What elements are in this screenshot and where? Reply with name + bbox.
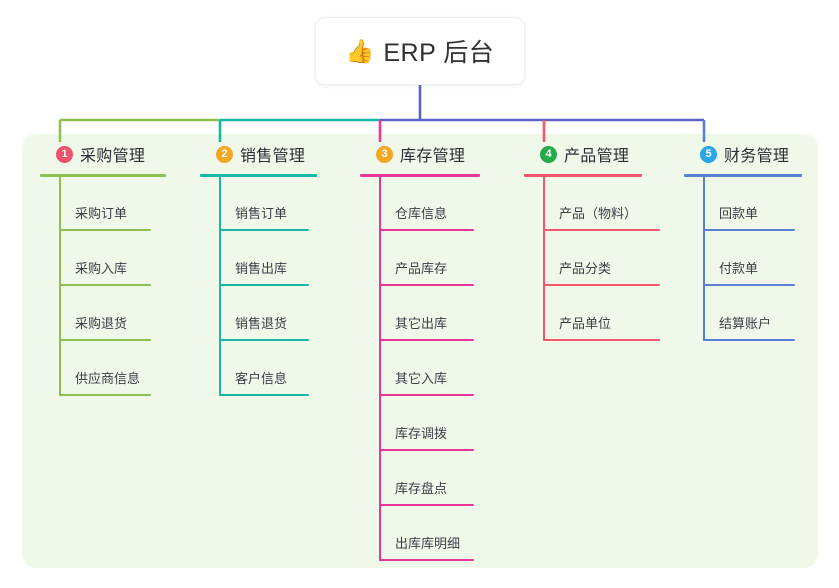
leaf-item[interactable]: 库存盘点: [379, 451, 474, 506]
leaf-item[interactable]: 客户信息: [219, 341, 309, 396]
leaf-item-underline: [379, 229, 474, 231]
leaf-item-underline: [379, 394, 474, 396]
leaf-item[interactable]: 产品单位: [543, 286, 660, 341]
leaf-item-underline: [703, 229, 795, 231]
branches-panel: [22, 134, 818, 568]
leaf-item-underline: [379, 339, 474, 341]
leaf-item-label: 回款单: [719, 206, 759, 221]
leaf-item[interactable]: 库存调拨: [379, 396, 474, 451]
leaf-item[interactable]: 产品库存: [379, 231, 474, 286]
branch-badge-1: 1: [56, 145, 73, 163]
leaf-item-label: 付款单: [719, 261, 759, 276]
root-node[interactable]: 👍 ERP 后台: [315, 17, 525, 85]
branch-header-3[interactable]: 3 库存管理: [360, 134, 520, 174]
leaf-item-underline: [379, 559, 474, 561]
leaf-item-underline: [59, 394, 151, 396]
branch-header-5[interactable]: 5 财务管理: [684, 134, 834, 174]
branch-spine-5: [703, 176, 705, 341]
branch-title-1: 采购管理: [80, 148, 146, 165]
leaf-item-underline: [703, 339, 795, 341]
leaf-item[interactable]: 仓库信息: [379, 176, 474, 231]
leaf-item-label: 结算账户: [719, 316, 772, 331]
leaf-item[interactable]: 回款单: [703, 176, 795, 231]
leaf-item-label: 采购退货: [75, 316, 128, 331]
branch-column-1: 1 采购管理采购订单采购入库采购退货供应商信息: [40, 134, 200, 396]
leaf-item-label: 库存盘点: [395, 481, 448, 496]
leaf-item[interactable]: 销售出库: [219, 231, 309, 286]
branch-spine-3: [379, 176, 381, 561]
branch-title-3: 库存管理: [400, 148, 466, 165]
branch-column-4: 4 产品管理产品（物料） 产品分类产品单位: [524, 134, 684, 341]
leaf-item[interactable]: 出库库明细: [379, 506, 474, 561]
branch-spine-4: [543, 176, 545, 341]
leaf-item-label: 采购入库: [75, 261, 128, 276]
leaf-item-label: 供应商信息: [75, 371, 141, 386]
branch-badge-3: 3: [376, 145, 393, 163]
leaf-item-underline: [59, 339, 151, 341]
leaf-item[interactable]: 销售退货: [219, 286, 309, 341]
leaf-item-label: 仓库信息: [395, 206, 448, 221]
branch-header-4[interactable]: 4 产品管理: [524, 134, 684, 174]
branch-badge-2: 2: [216, 145, 233, 163]
leaf-item[interactable]: 采购退货: [59, 286, 151, 341]
leaf-item-label: 销售订单: [235, 206, 288, 221]
leaf-item-label: 其它出库: [395, 316, 448, 331]
leaf-item-label: 销售退货: [235, 316, 288, 331]
branch-underline-1: [40, 174, 166, 177]
leaf-item-label: 库存调拨: [395, 426, 448, 441]
branch-columns: 1 采购管理采购订单采购入库采购退货供应商信息 2 销售管理销售订单销售出库销售退货客…: [22, 134, 818, 568]
leaf-item-label: 其它入库: [395, 371, 448, 386]
leaf-item-label: 客户信息: [235, 371, 288, 386]
leaf-item[interactable]: 销售订单: [219, 176, 309, 231]
branch-badge-4: 4: [540, 145, 557, 163]
leaf-item-underline: [379, 449, 474, 451]
branch-underline-5: [684, 174, 802, 177]
branch-header-2[interactable]: 2 销售管理: [200, 134, 360, 174]
branch-underline-3: [360, 174, 480, 177]
leaf-item[interactable]: 供应商信息: [59, 341, 151, 396]
leaf-item-underline: [219, 284, 309, 286]
leaf-item-underline: [379, 284, 474, 286]
branch-title-5: 财务管理: [724, 148, 790, 165]
leaf-item-underline: [219, 394, 309, 396]
branch-header-1[interactable]: 1 采购管理: [40, 134, 200, 174]
thumbs-up-icon: 👍: [345, 37, 375, 64]
leaf-item-underline: [703, 284, 795, 286]
leaf-item[interactable]: 其它入库: [379, 341, 474, 396]
branch-badge-5: 5: [700, 145, 717, 163]
leaf-item-label: 产品库存: [395, 261, 448, 276]
leaf-item-underline: [543, 339, 660, 341]
leaf-item-label: 销售出库: [235, 261, 288, 276]
leaf-item-label: 采购订单: [75, 206, 128, 221]
leaf-item[interactable]: 采购订单: [59, 176, 151, 231]
branch-spine-1: [59, 176, 61, 396]
leaf-item[interactable]: 采购入库: [59, 231, 151, 286]
leaf-item[interactable]: 产品（物料）: [543, 176, 660, 231]
branch-column-5: 5 财务管理回款单付款单结算账户: [684, 134, 834, 341]
leaf-item-underline: [219, 229, 309, 231]
branch-title-4: 产品管理: [564, 148, 630, 165]
leaf-item-underline: [59, 229, 151, 231]
leaf-item-underline: [543, 229, 660, 231]
branch-spine-2: [219, 176, 221, 396]
leaf-item[interactable]: 其它出库: [379, 286, 474, 341]
branch-title-2: 销售管理: [240, 148, 306, 165]
leaf-item[interactable]: 产品分类: [543, 231, 660, 286]
leaf-item[interactable]: 结算账户: [703, 286, 795, 341]
leaf-item-label: 出库库明细: [395, 536, 461, 551]
leaf-item-label: 产品（物料）: [559, 206, 638, 221]
leaf-item-underline: [59, 284, 151, 286]
leaf-item-underline: [379, 504, 474, 506]
leaf-item-label: 产品分类: [559, 261, 612, 276]
root-node-title: ERP 后台: [383, 39, 495, 67]
branch-underline-2: [200, 174, 317, 177]
leaf-item-underline: [543, 284, 660, 286]
branch-column-2: 2 销售管理销售订单销售出库销售退货客户信息: [200, 134, 360, 396]
branch-column-3: 3 库存管理仓库信息产品库存其它出库其它入库库存调拨库存盘点出库库明细: [360, 134, 520, 561]
leaf-item[interactable]: 付款单: [703, 231, 795, 286]
leaf-item-underline: [219, 339, 309, 341]
leaf-item-label: 产品单位: [559, 316, 612, 331]
branch-underline-4: [524, 174, 642, 177]
